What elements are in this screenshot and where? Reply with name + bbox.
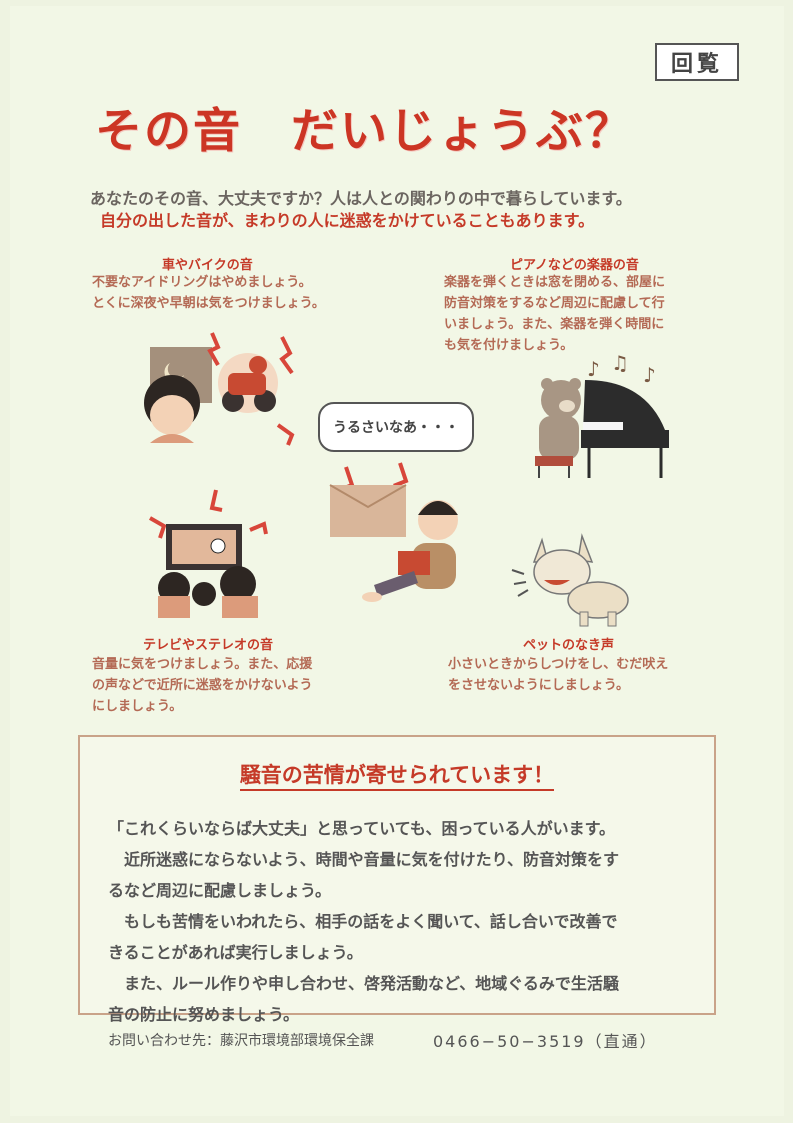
speech-bubble: うるさいなあ・・・ [318,402,474,452]
annoyed-reader-illustration [329,462,458,602]
contact-label: お問い合わせ先：藤沢市環境部環境保全課 [108,1033,374,1049]
intro-line-1: あなたのその音、大丈夫ですか？人は人との関わりの中で暮らしています。 [90,189,632,208]
tv-line: にしましょう。 [92,699,183,714]
complaint-box: 騒音の苦情が寄せられています！ 「これくらいならば大丈夫」と思っていても、困って… [78,735,716,1024]
intro-line-2: 自分の出した音が、まわりの人に迷惑をかけていることもあります。 [100,211,595,230]
pet-line: 小さいときからしつけをし、むだ吠え [448,657,669,672]
svg-text:♫: ♫ [611,352,629,375]
pet-section-body: 小さいときからしつけをし、むだ吠え をさせないようにしましょう。 [448,654,668,696]
complaint-title-text: 騒音の苦情が寄せられています！ [239,763,555,791]
complaint-paragraph: 「これくらいならば大丈夫」と思っていても、困っている人がいます。 [108,819,616,838]
piano-section-title: ピアノなどの楽器の音 [510,258,639,273]
car-line: とくに深夜や早朝は気をつけましょう。 [92,296,325,311]
tv-line: 音量に気をつけましょう。また、応援 [92,657,313,672]
tv-section-title: テレビやステレオの音 [143,638,274,653]
bear-piano-illustration: ♪ ♫ ♪ [535,352,669,478]
pet-line: をさせないようにしましょう。 [448,678,629,693]
car-section-title: 車やバイクの音 [162,258,253,273]
complaint-paragraph: また、ルール作りや申し合わせ、啓発活動など、地域ぐるみで生活騒 [108,974,619,993]
piano-line: 楽器を弾くときは窓を閉める、部屋に [444,275,666,290]
complaint-box-text: 「これくらいならば大丈夫」と思っていても、困っている人がいます。 近所迷惑になら… [108,813,698,1030]
svg-text:♪: ♪ [643,363,656,387]
barking-dog-illustration [511,533,629,627]
complaint-paragraph: るなど周辺に配慮しましょう。 [108,881,332,900]
svg-text:♪: ♪ [587,357,600,381]
piano-line: 防音対策をするなど周辺に配慮して行 [444,296,665,311]
tv-family-illustration [149,489,268,618]
pet-section-title: ペットのなき声 [523,638,615,653]
motorbike-noise-illustration [144,332,295,446]
complaint-paragraph: 音の防止に努めましょう。 [108,1005,300,1024]
car-line: 不要なアイドリングはやめましょう。 [92,275,312,290]
tv-line: の声などで近所に迷惑をかけないよう [92,678,313,693]
complaint-paragraph: もしも苦情をいわれたら、相手の話をよく聞いて、話し合いで改善で [108,912,618,931]
complaint-paragraph: 近所迷惑にならないよう、時間や音量に気を付けたり、防音対策をす [108,850,620,869]
contact-phone: 0466−50−3519（直通） [433,1032,658,1051]
car-section-body: 不要なアイドリングはやめましょう。 とくに深夜や早朝は気をつけましょう。 [92,272,325,314]
piano-line: も気を付けましょう。 [444,338,574,353]
complaint-box-title: 騒音の苦情が寄せられています！ [80,759,714,791]
complaint-paragraph: きることがあれば実行しましょう。 [108,943,363,962]
page-title: その音 だいじょうぶ？ [95,104,634,159]
piano-line: いましょう。また、楽器を弾く時間に [444,317,665,332]
circulation-badge: 回覧 [655,43,739,81]
tv-section-body: 音量に気をつけましょう。また、応援 の声などで近所に迷惑をかけないよう にしまし… [92,654,312,717]
piano-section-body: 楽器を弾くときは窓を閉める、部屋に 防音対策をするなど周辺に配慮して行 いましょ… [444,272,665,356]
